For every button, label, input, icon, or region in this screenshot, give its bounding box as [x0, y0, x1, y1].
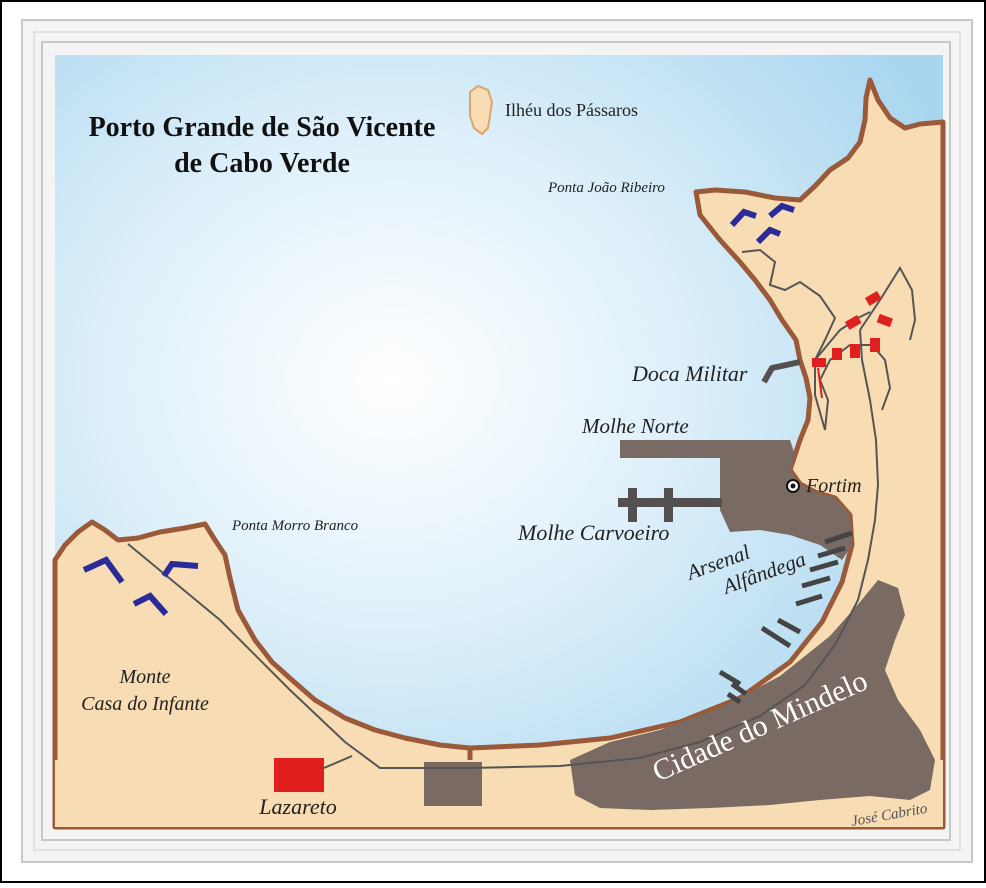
inner-frame	[41, 41, 951, 841]
red-road	[817, 367, 823, 399]
fort-icon	[755, 226, 782, 245]
molhe-carvoeiro-cross-1	[628, 488, 637, 522]
doca-militar-pier	[761, 359, 801, 384]
fort-icon	[729, 208, 757, 228]
roads	[127, 248, 917, 769]
label-monte: Monte	[118, 666, 170, 688]
fortim-marker-dot	[790, 483, 796, 489]
fort-icon	[161, 560, 199, 578]
label-molhe-carvoeiro: Molhe Carvoeiro	[517, 520, 669, 545]
fort-icon	[82, 556, 125, 584]
docks	[718, 530, 853, 705]
molhe-carvoeiro-cross-2	[664, 488, 673, 522]
label-fortim: Fortim	[805, 475, 862, 497]
port-urban-area	[720, 440, 852, 560]
warehouse-block	[424, 762, 482, 806]
map-title-line1: Porto Grande de São Vicente	[89, 112, 436, 143]
west-land	[52, 519, 473, 830]
forts	[82, 202, 795, 616]
label-ilheu: Ilhéu dos Pássaros	[505, 100, 638, 120]
molhe-norte-pier	[620, 440, 724, 458]
label-casa-do-infante: Casa do Infante	[81, 693, 209, 715]
label-ponta-morro-branco: Ponta Morro Branco	[231, 518, 359, 534]
label-molhe-norte: Molhe Norte	[581, 414, 689, 438]
fort-icon	[132, 592, 169, 616]
map-title-line2: de Cabo Verde	[174, 148, 350, 179]
label-ponta-joao-ribeiro: Ponta João Ribeiro	[547, 180, 665, 196]
middle-frame	[33, 31, 961, 851]
label-lazareto: Lazareto	[258, 794, 336, 819]
label-doca-militar: Doca Militar	[631, 361, 748, 386]
ilheu-island	[469, 84, 494, 136]
red-buildings	[812, 291, 893, 367]
fort-icon	[768, 202, 795, 219]
lazareto-building	[274, 758, 324, 792]
